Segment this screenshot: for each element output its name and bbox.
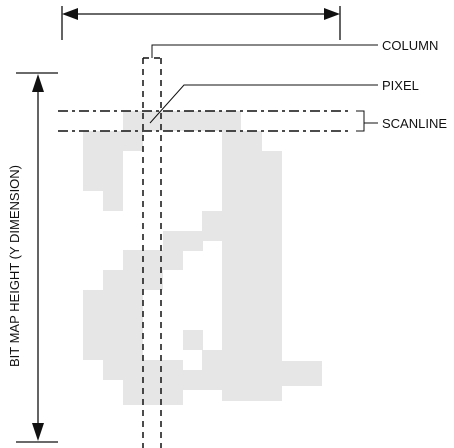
column-label: COLUMN — [382, 38, 438, 53]
height-label: BIT MAP HEIGHT (Y DIMENSION) — [7, 165, 22, 367]
leader-lines — [149, 44, 378, 132]
width-arrow-right-head — [324, 8, 340, 20]
width-arrow-left-head — [62, 8, 78, 20]
scanline-label: SCANLINE — [382, 116, 447, 131]
height-arrow-top-head — [32, 74, 44, 92]
pixel-label: PIXEL — [382, 78, 419, 93]
width-dimension-arrow — [61, 6, 341, 40]
glyph-bitmap — [83, 111, 322, 405]
scanline-dashed-lines — [58, 110, 352, 132]
height-dimension-arrow — [16, 72, 58, 443]
height-arrow-bottom-head — [32, 423, 44, 441]
column-dashed-lines — [142, 57, 162, 448]
